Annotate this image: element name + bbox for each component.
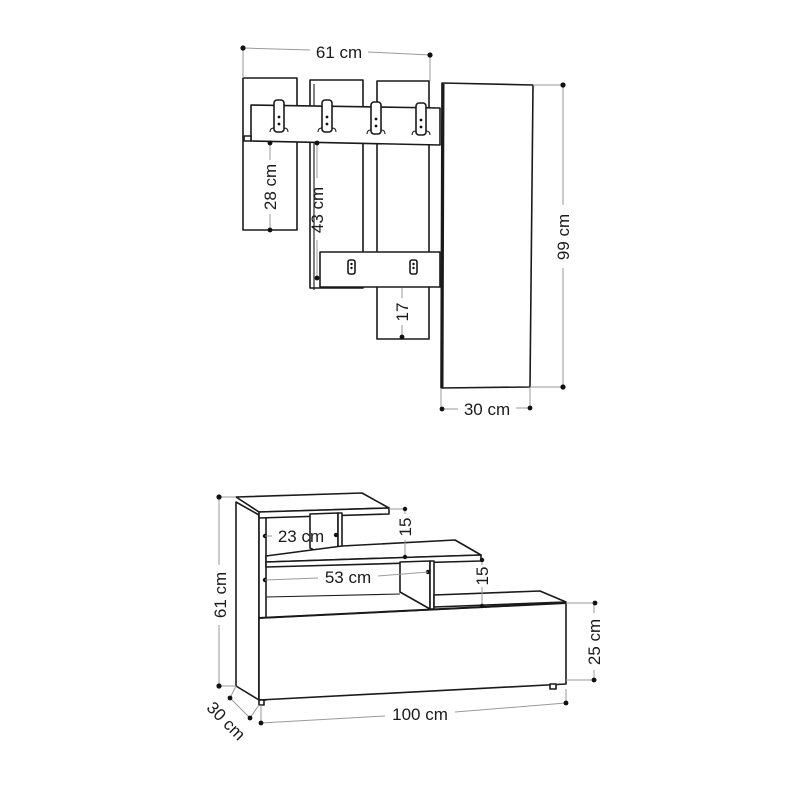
dim-cabinet-width: 100 cm xyxy=(392,705,448,724)
bracket-icon xyxy=(409,259,418,275)
bracket-icon xyxy=(347,259,356,275)
lower-shelf xyxy=(319,251,441,288)
cabinet-drawer-front xyxy=(258,602,567,701)
dim-left-panel: 28 cm xyxy=(261,164,280,210)
dim-middle-shelf-gap: 15 xyxy=(473,567,492,586)
dim-cabinet-height: 61 cm xyxy=(211,572,230,618)
dim-rack-width: 61 cm xyxy=(316,43,362,62)
coat-rack-dimensions: 61 cm 28 cm 43 cm 17 99 cm 30 cm xyxy=(240,43,573,419)
cabinet-side-panel xyxy=(235,501,260,701)
shoe-cabinet xyxy=(235,492,567,706)
coat-rack xyxy=(242,77,534,389)
dim-top-shelf-width: 23 cm xyxy=(278,527,324,546)
hook-icon xyxy=(411,102,431,136)
hook-icon xyxy=(366,101,386,135)
dim-shelf-gap: 17 xyxy=(393,303,412,322)
dim-middle-shelf-width: 53 cm xyxy=(325,568,371,587)
hook-icon xyxy=(317,99,337,133)
dim-base-height: 25 cm xyxy=(585,619,604,665)
dim-mirror-width: 30 cm xyxy=(464,400,510,419)
dim-cabinet-depth: 30 cm xyxy=(203,698,249,744)
hook-icon xyxy=(269,99,289,133)
dim-middle-panel: 43 cm xyxy=(308,187,327,233)
dim-top-shelf-gap: 15 xyxy=(396,518,415,537)
dim-mirror-height: 99 cm xyxy=(554,214,573,260)
mirror-panel xyxy=(440,82,534,389)
